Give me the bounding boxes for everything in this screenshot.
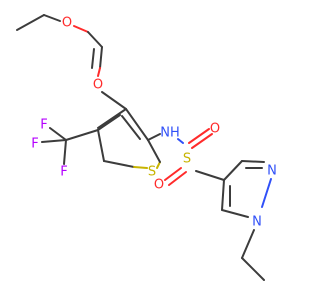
atom-o-sulfonyl-2: O xyxy=(154,178,164,193)
bond-carbonyl-c-double xyxy=(91,48,95,69)
bond-c3-c4 xyxy=(97,108,127,129)
atom-o-ester: O xyxy=(62,16,72,31)
bond-c4-c5 xyxy=(97,129,105,162)
bond-n1-ch2 xyxy=(241,229,255,259)
bond-n1-c5 xyxy=(221,209,249,218)
bond-c2-c3 xyxy=(125,108,149,141)
atom-n-pyrazole-1: N xyxy=(252,215,262,230)
atom-o-carbonyl: O xyxy=(93,78,103,93)
bond-ch2-ch3 xyxy=(241,257,265,281)
bond-c3-c4-double xyxy=(97,114,121,131)
bond-cf3-f3 xyxy=(63,139,67,165)
bond-c5-c4 xyxy=(221,179,225,211)
atom-n-pyrazole-2: N xyxy=(267,164,277,179)
atom-f3: F xyxy=(60,165,67,180)
bond-cf3-f1 xyxy=(49,127,67,141)
bond-nh-s xyxy=(177,138,184,144)
bond-o-ester-stub xyxy=(73,25,89,33)
bond-c5-s xyxy=(133,166,148,169)
bond-so-2 xyxy=(164,167,182,181)
bond-so-1 xyxy=(188,128,210,144)
bond-c5-c5h xyxy=(103,160,135,168)
bond-c2-nh xyxy=(147,133,161,141)
molecule-diagram: O O S NH S O O N N F F F xyxy=(16,14,277,281)
atom-s-thiophene: S xyxy=(148,165,156,180)
atom-s-sulfonyl: S xyxy=(183,152,191,167)
bond-so-2-double xyxy=(168,171,187,186)
bond-ethyl-ch3-ch2 xyxy=(16,14,45,31)
bond-s-c2-part xyxy=(156,161,161,169)
bond-carbonyl-c-up xyxy=(99,46,103,69)
bond-c4-cf3 xyxy=(65,129,99,141)
bond-c3-n2 xyxy=(241,160,265,163)
atom-nh: NH xyxy=(160,126,180,141)
bond-c2-c3-inner xyxy=(121,115,141,140)
structure-svg: O O S NH S O O N N F F F xyxy=(16,14,277,281)
bond-c4-c3 xyxy=(223,160,243,181)
atom-f2: F xyxy=(31,137,38,152)
bond-so-1-double xyxy=(191,133,213,149)
bond-carbonyl-o-part xyxy=(97,67,101,77)
bond-c2-c2up xyxy=(147,139,161,163)
bond-s-c4pyr xyxy=(195,170,225,181)
bond-o-carbonyl-c xyxy=(87,31,103,48)
bond-ethyl-ch2-o xyxy=(43,14,61,22)
atom-f1: F xyxy=(40,118,47,133)
bond-carbonyl-c3 xyxy=(101,91,127,110)
atom-o-sulfonyl-1: O xyxy=(210,122,220,137)
bond-cf3-f2 xyxy=(41,139,67,143)
bond-n2-n1 xyxy=(261,178,272,208)
